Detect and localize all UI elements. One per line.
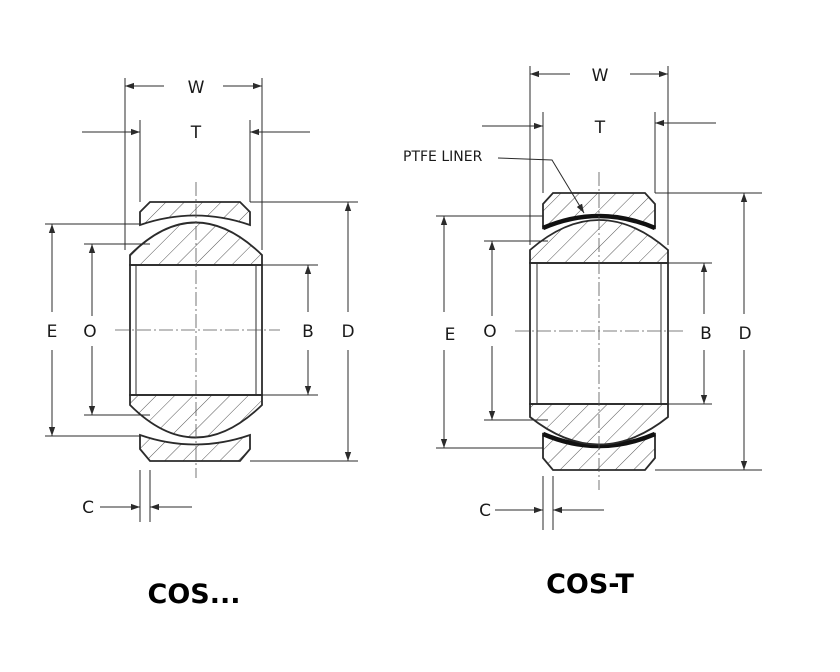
left-dim-o: O — [83, 243, 150, 416]
left-dim-d-label: D — [341, 322, 354, 342]
left-dim-t: T — [82, 120, 310, 202]
left-dim-e: E — [45, 223, 140, 437]
right-dim-o-label: O — [483, 322, 496, 342]
right-dim-t: T — [482, 112, 716, 193]
left-dim-w-label: W — [188, 78, 205, 98]
ptfe-liner-label: PTFE LINER — [403, 149, 483, 165]
left-dim-c: C — [82, 470, 192, 522]
left-view-title: COS... — [148, 579, 241, 610]
right-dim-b: B — [668, 262, 712, 405]
left-outer-race-bottom — [139, 433, 251, 462]
right-dim-b-label: B — [700, 324, 712, 344]
right-dim-d-label: D — [738, 324, 751, 344]
right-view-title: COS-T — [546, 569, 634, 600]
left-bearing-view: W T E O — [45, 78, 358, 610]
left-dim-o-label: O — [83, 322, 96, 342]
right-bearing-view: W T PTFE LINER E O — [403, 66, 762, 600]
left-dim-b: B — [262, 264, 318, 396]
left-dim-d: D — [250, 201, 358, 462]
right-dim-c: C — [479, 476, 604, 530]
right-dim-e: E — [436, 215, 543, 449]
left-dim-e-label: E — [47, 322, 58, 342]
right-dim-t-label: T — [594, 118, 606, 138]
right-dim-w-label: W — [592, 66, 609, 86]
left-dim-b-label: B — [302, 322, 314, 342]
right-dim-e-label: E — [445, 325, 456, 345]
right-dim-o: O — [483, 240, 548, 421]
right-dim-w: W — [529, 66, 669, 245]
left-outer-race-top — [139, 201, 251, 227]
left-ball-bottom — [129, 394, 263, 439]
right-dim-d: D — [655, 192, 762, 471]
left-dim-t-label: T — [190, 123, 202, 143]
left-dim-w: W — [124, 78, 263, 250]
left-dim-c-label: C — [82, 498, 94, 518]
right-dim-c-label: C — [479, 501, 491, 521]
ptfe-liner-callout: PTFE LINER — [403, 149, 585, 214]
